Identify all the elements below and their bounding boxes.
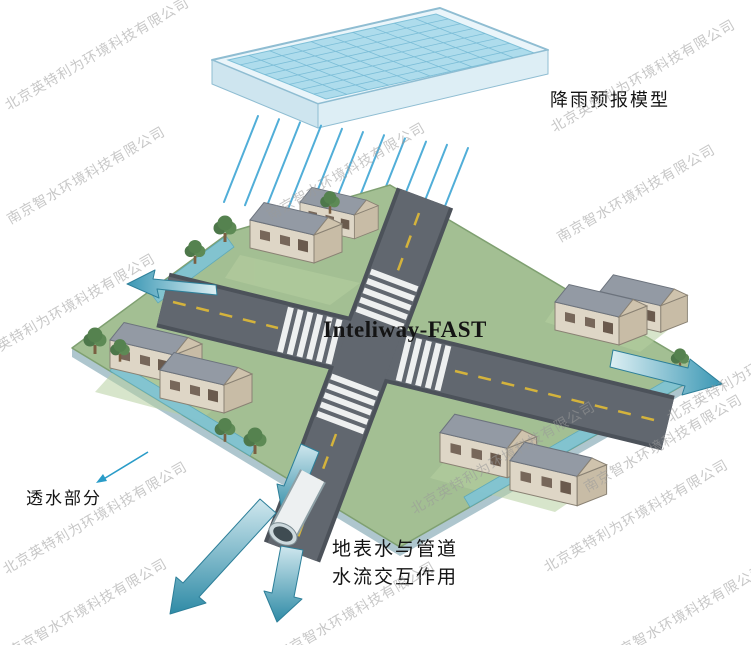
- interaction-label-line1: 地表水与管道: [331, 539, 458, 560]
- bottom-arrows: [169, 498, 304, 623]
- rain-model-basin: [211, 7, 549, 129]
- outflow-arrow-left: [126, 269, 218, 299]
- interaction-label-line2: 水流交互作用: [331, 567, 458, 588]
- outflow-arrow-bottom: [263, 545, 304, 623]
- ground-shadow: [72, 348, 706, 556]
- outflow-arrow-right: [609, 349, 723, 396]
- interaction-label: 地表水与管道 水流交互作用: [300, 536, 490, 592]
- city-block: [71, 184, 707, 563]
- title-label: Inteliway-FAST: [323, 317, 487, 342]
- crosswalks: [277, 268, 452, 435]
- permeable-label: 透水部分: [26, 489, 102, 508]
- outflow-arrow-bottom-left: [169, 498, 277, 615]
- basin-grid: [240, 18, 522, 95]
- rain-model-label: 降雨预报模型: [550, 90, 670, 110]
- drain-pipe: [268, 469, 326, 546]
- permeable-callout-arrow: [96, 451, 149, 483]
